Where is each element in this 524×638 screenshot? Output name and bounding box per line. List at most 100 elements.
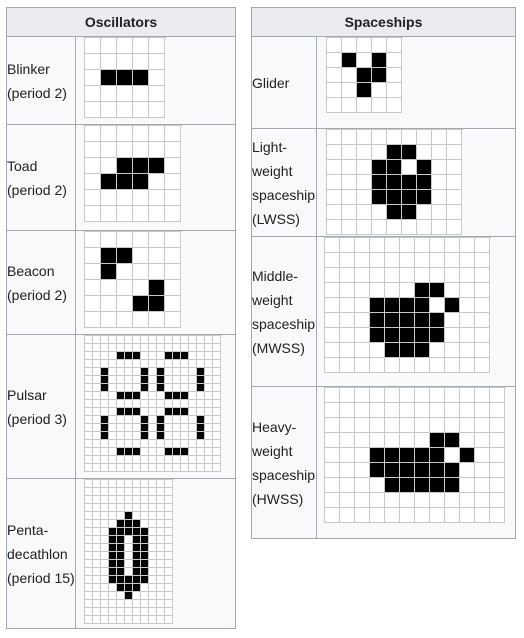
dead-cell — [213, 336, 221, 344]
live-cell — [387, 160, 402, 175]
dead-cell — [85, 424, 93, 432]
dead-cell — [205, 368, 213, 376]
dead-cell — [157, 336, 165, 344]
dead-cell — [165, 232, 181, 248]
dead-cell — [357, 220, 372, 235]
dead-cell — [460, 283, 475, 298]
dead-cell — [181, 432, 189, 440]
dead-cell — [197, 360, 205, 368]
dead-cell — [445, 313, 460, 328]
dead-cell — [149, 344, 157, 352]
dead-cell — [165, 560, 173, 568]
dead-cell — [372, 205, 387, 220]
dead-cell — [133, 126, 149, 142]
dead-cell — [101, 408, 109, 416]
dead-cell — [93, 416, 101, 424]
dead-cell — [370, 433, 385, 448]
dead-cell — [133, 336, 141, 344]
live-cell — [109, 568, 117, 576]
dead-cell — [141, 360, 149, 368]
dead-cell — [213, 416, 221, 424]
dead-cell — [85, 576, 93, 584]
dead-cell — [342, 190, 357, 205]
dead-cell — [447, 205, 462, 220]
live-cell — [173, 392, 181, 400]
live-cell — [400, 328, 415, 343]
dead-cell — [165, 158, 181, 174]
dead-cell — [372, 83, 387, 98]
dead-cell — [447, 175, 462, 190]
dead-cell — [490, 403, 505, 418]
dead-cell — [85, 280, 101, 296]
dead-cell — [197, 344, 205, 352]
dead-cell — [460, 238, 475, 253]
dead-cell — [93, 376, 101, 384]
live-cell — [117, 392, 125, 400]
dead-cell — [165, 142, 181, 158]
dead-cell — [445, 283, 460, 298]
dead-cell — [125, 344, 133, 352]
dead-cell — [141, 616, 149, 624]
dead-cell — [93, 432, 101, 440]
dead-cell — [475, 433, 490, 448]
pattern-label-toad: Toad (period 2) — [6, 124, 76, 231]
dead-cell — [101, 126, 117, 142]
dead-cell — [325, 463, 340, 478]
pattern-cell-blinker — [75, 36, 236, 125]
live-cell — [157, 416, 165, 424]
live-cell — [109, 536, 117, 544]
live-cell — [415, 463, 430, 478]
live-cell — [133, 576, 141, 584]
dead-cell — [117, 512, 125, 520]
dead-cell — [101, 576, 109, 584]
live-cell — [400, 343, 415, 358]
dead-cell — [197, 456, 205, 464]
dead-cell — [340, 478, 355, 493]
dead-cell — [181, 440, 189, 448]
pattern-label-lwss: Light- weight spaceship (LWSS) — [251, 128, 317, 237]
dead-cell — [85, 264, 101, 280]
dead-cell — [125, 600, 133, 608]
dead-cell — [117, 368, 125, 376]
dead-cell — [133, 432, 141, 440]
dead-cell — [165, 608, 173, 616]
live-cell — [117, 352, 125, 360]
dead-cell — [325, 283, 340, 298]
dead-cell — [460, 433, 475, 448]
dead-cell — [165, 520, 173, 528]
live-cell — [133, 70, 149, 86]
dead-cell — [432, 145, 447, 160]
dead-cell — [125, 560, 133, 568]
dead-cell — [109, 520, 117, 528]
dead-cell — [117, 336, 125, 344]
dead-cell — [109, 592, 117, 600]
dead-cell — [165, 544, 173, 552]
dead-cell — [133, 190, 149, 206]
dead-cell — [117, 376, 125, 384]
dead-cell — [430, 298, 445, 313]
dead-cell — [490, 508, 505, 523]
pattern-grid-lwss — [326, 129, 463, 235]
dead-cell — [325, 388, 340, 403]
dead-cell — [327, 98, 342, 113]
dead-cell — [372, 38, 387, 53]
dead-cell — [85, 392, 93, 400]
dead-cell — [460, 358, 475, 373]
dead-cell — [197, 392, 205, 400]
dead-cell — [415, 238, 430, 253]
dead-cell — [101, 158, 117, 174]
dead-cell — [149, 424, 157, 432]
dead-cell — [370, 418, 385, 433]
table-row: Penta- decathlon (period 15) — [6, 478, 236, 629]
dead-cell — [445, 238, 460, 253]
dead-cell — [101, 504, 109, 512]
dead-cell — [205, 392, 213, 400]
dead-cell — [445, 448, 460, 463]
dead-cell — [400, 268, 415, 283]
dead-cell — [141, 408, 149, 416]
dead-cell — [355, 343, 370, 358]
live-cell — [430, 448, 445, 463]
table-row: Heavy- weight spaceship (HWSS) — [251, 386, 516, 539]
dead-cell — [165, 336, 173, 344]
dead-cell — [460, 418, 475, 433]
